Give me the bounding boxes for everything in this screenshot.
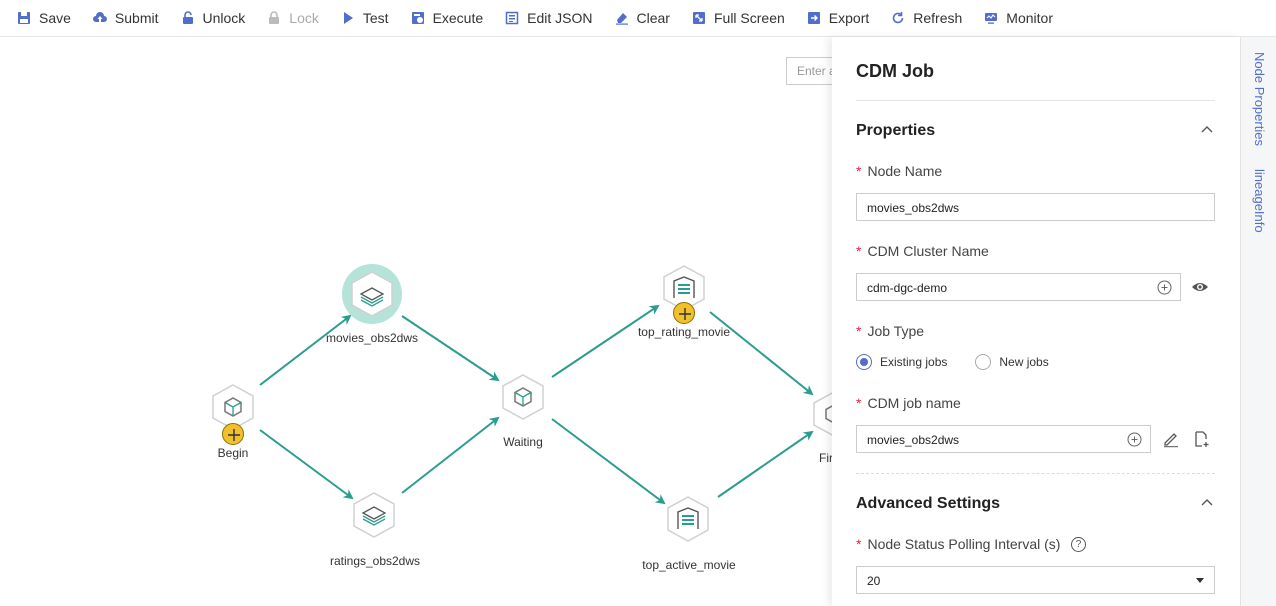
monitor-icon: [985, 13, 998, 24]
eraser-icon: [615, 13, 628, 25]
full-screen-button[interactable]: Full Screen: [692, 10, 785, 26]
execute-button[interactable]: Execute: [411, 10, 484, 26]
panel-title: CDM Job: [856, 61, 934, 81]
cluster-name-value: cdm-dgc-demo: [867, 281, 948, 295]
refresh-icon: [892, 12, 904, 24]
node-name-input[interactable]: movies_obs2dws: [856, 193, 1215, 221]
edge-waiting-top-active[interactable]: [551, 418, 666, 505]
panel-divider: [856, 100, 1215, 101]
monitor-button[interactable]: Monitor: [984, 10, 1053, 26]
monitor-label: Monitor: [1006, 10, 1053, 26]
edge-top-rating-finish[interactable]: [709, 311, 814, 396]
ratings-obs2dws-node[interactable]: [350, 491, 398, 539]
waiting-label: Waiting: [503, 435, 543, 449]
execute-icon: [411, 12, 424, 24]
waiting-node[interactable]: [499, 373, 547, 421]
top-active-movie-node[interactable]: [664, 495, 712, 543]
edge-begin-ratings[interactable]: [259, 429, 354, 500]
finish-node[interactable]: [810, 390, 832, 438]
cluster-name-input[interactable]: cdm-dgc-demo: [856, 273, 1181, 301]
toolbar: Save Submit Unlock Lock Test Execute Edi…: [0, 0, 1276, 37]
tab-node-properties[interactable]: Node Properties: [1252, 52, 1267, 146]
node-name-label: *Node Name: [856, 163, 943, 179]
edit-icon[interactable]: [1162, 430, 1180, 448]
edit-json-label: Edit JSON: [527, 10, 593, 26]
lock-button[interactable]: Lock: [267, 10, 319, 26]
edit-json-button[interactable]: Edit JSON: [505, 10, 593, 26]
export-button[interactable]: Export: [807, 10, 869, 26]
node-properties-panel: CDM Job Properties *Node Name movies_obs…: [832, 37, 1240, 606]
new-file-icon[interactable]: [1192, 430, 1210, 448]
new-jobs-radio[interactable]: [975, 354, 992, 370]
save-icon: [18, 12, 30, 24]
add-circle-icon[interactable]: [1157, 280, 1172, 295]
job-name-input[interactable]: movies_obs2dws: [856, 425, 1151, 453]
job-type-label: *Job Type: [856, 323, 925, 339]
clear-button[interactable]: Clear: [615, 10, 670, 26]
tab-lineage-info[interactable]: lineageInfo: [1252, 169, 1267, 233]
refresh-label: Refresh: [913, 10, 963, 26]
export-icon: [807, 12, 820, 24]
workflow-edges: [259, 304, 814, 505]
finish-label: Fir: [819, 451, 832, 465]
execute-label: Execute: [432, 10, 484, 26]
save-label: Save: [39, 10, 71, 26]
chevron-up-icon[interactable]: [1200, 496, 1214, 510]
begin-node-label: Begin: [217, 446, 249, 460]
help-icon[interactable]: ?: [1071, 537, 1086, 552]
cluster-name-label: *CDM Cluster Name: [856, 243, 989, 259]
play-icon: [343, 12, 353, 24]
unlock-icon: [182, 11, 193, 24]
clear-label: Clear: [636, 10, 670, 26]
unlock-label: Unlock: [202, 10, 246, 26]
refresh-button[interactable]: Refresh: [891, 10, 962, 26]
submit-label: Submit: [114, 10, 159, 26]
save-button[interactable]: Save: [17, 10, 71, 26]
movies-obs2dws-label: movies_obs2dws: [325, 331, 419, 345]
polling-interval-select[interactable]: 20: [856, 566, 1215, 594]
polling-interval-label: *Node Status Polling Interval (s): [856, 536, 1061, 552]
eye-icon[interactable]: [1191, 278, 1209, 296]
add-circle-icon[interactable]: [1127, 432, 1142, 447]
edge-movies-waiting[interactable]: [401, 315, 500, 382]
movies-obs2dws-node[interactable]: [340, 264, 404, 328]
edge-waiting-top-rating[interactable]: [551, 304, 660, 378]
edge-begin-movies[interactable]: [259, 314, 352, 386]
add-node-icon[interactable]: [222, 423, 244, 445]
full-screen-label: Full Screen: [713, 10, 785, 26]
job-name-label: *CDM job name: [856, 395, 961, 411]
polling-interval-value: 20: [867, 574, 881, 588]
job-type-radio-group: Existing jobs New jobs: [856, 354, 1049, 370]
test-button[interactable]: Test: [341, 10, 389, 26]
ratings-obs2dws-label: ratings_obs2dws: [329, 554, 421, 568]
submit-button[interactable]: Submit: [92, 10, 159, 26]
workflow-canvas[interactable]: Begin movies_obs2dws ratings_obs2dws Wai…: [0, 37, 832, 606]
top-rating-movie-label: top_rating_movie: [637, 325, 731, 339]
add-node-icon[interactable]: [673, 302, 695, 324]
edge-ratings-waiting[interactable]: [401, 416, 500, 494]
lock-label: Lock: [289, 10, 319, 26]
top-active-movie-label: top_active_movie: [642, 558, 736, 572]
properties-section-title: Properties: [856, 122, 936, 139]
advanced-section-title: Advanced Settings: [856, 495, 1001, 512]
cloud-upload-icon: [92, 12, 107, 22]
test-label: Test: [362, 10, 389, 26]
section-divider: [856, 473, 1215, 474]
document-icon: [505, 11, 519, 25]
chevron-up-icon[interactable]: [1200, 123, 1214, 137]
export-label: Export: [828, 10, 870, 26]
job-name-value: movies_obs2dws: [867, 433, 960, 447]
existing-jobs-label: Existing jobs: [880, 355, 948, 369]
lock-icon: [269, 11, 280, 24]
existing-jobs-radio[interactable]: [856, 354, 872, 370]
new-jobs-label: New jobs: [999, 355, 1049, 369]
unlock-button[interactable]: Unlock: [181, 10, 246, 26]
edge-top-active-finish[interactable]: [717, 430, 814, 498]
right-rail: Node Properties lineageInfo: [1240, 37, 1276, 606]
full-screen-icon: [692, 12, 705, 24]
dropdown-arrow-icon: [1196, 578, 1204, 583]
